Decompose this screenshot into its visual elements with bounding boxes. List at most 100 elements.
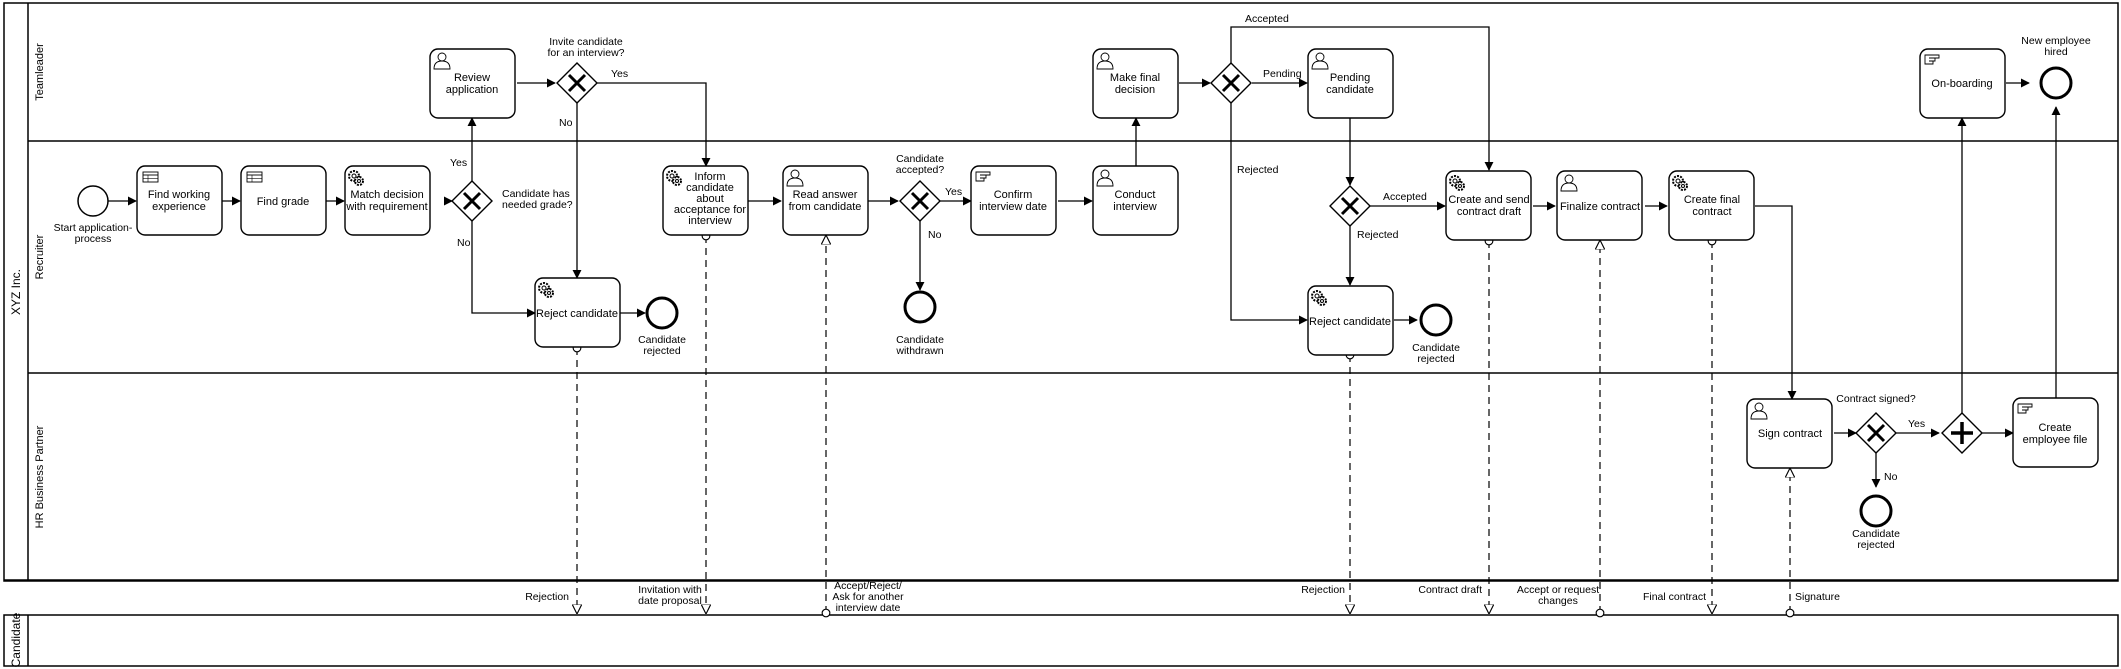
flow-label-yes: Yes xyxy=(450,157,467,169)
user-icon xyxy=(1096,169,1114,187)
flow-label-rejected: Rejected xyxy=(1237,164,1279,176)
gateway-pending-decision xyxy=(1329,185,1371,227)
gear-icon xyxy=(1311,290,1327,306)
user-icon xyxy=(786,169,804,187)
user-icon xyxy=(1750,402,1768,420)
lane-teamleader: Teamleader xyxy=(34,43,46,101)
flow-label-rejected: Rejected xyxy=(1357,229,1399,241)
flow-label-yes: Yes xyxy=(1908,418,1925,430)
gear-icon xyxy=(348,170,364,186)
gear-icon xyxy=(538,282,554,298)
flow-label-accepted: Accepted xyxy=(1245,13,1289,25)
task-onboarding: On-boarding xyxy=(1919,48,2006,119)
gateway-contract-signed: Contract signed? xyxy=(1836,393,1916,454)
gateway-final-decision xyxy=(1210,62,1252,104)
svg-text:Contract draft: Contract draft xyxy=(1418,584,1482,596)
user-icon xyxy=(1560,174,1578,192)
flow-label-yes: Yes xyxy=(945,186,962,198)
svg-text:Rejection: Rejection xyxy=(1301,584,1345,596)
gear-icon xyxy=(666,170,682,186)
user-icon xyxy=(1096,52,1114,70)
task-reject-candidate-1: Reject candidate xyxy=(534,277,621,348)
task-finalize-contract: Finalize contract xyxy=(1556,170,1643,241)
task-find-grade: Find grade xyxy=(240,165,327,236)
svg-text:Final contract: Final contract xyxy=(1643,591,1706,603)
start-event: Start application-process xyxy=(54,185,133,245)
gateway-parallel xyxy=(1941,412,1983,454)
task-reject-candidate-2: Reject candidate xyxy=(1307,285,1394,356)
flow-label-no: No xyxy=(457,237,471,249)
svg-text:Contract signed?: Contract signed? xyxy=(1836,393,1916,405)
lane-recruiter: Recruiter xyxy=(34,234,46,279)
svg-text:Find grade: Find grade xyxy=(257,196,310,208)
manual-hand-icon xyxy=(975,171,991,182)
svg-text:Signature: Signature xyxy=(1795,591,1840,603)
svg-text:Sign contract: Sign contract xyxy=(1758,428,1822,440)
user-icon xyxy=(1311,52,1329,70)
message-flows xyxy=(577,236,1790,613)
candidate-pool-title: Candidate xyxy=(9,612,23,667)
svg-text:Reject candidate: Reject candidate xyxy=(536,308,618,320)
svg-text:Finalize contract: Finalize contract xyxy=(1560,201,1640,213)
gear-icon xyxy=(1672,175,1688,191)
business-rule-icon xyxy=(142,171,159,183)
manual-hand-icon xyxy=(2017,403,2033,414)
pool-candidate: Candidate xyxy=(3,612,2119,667)
task-sign-contract: Sign contract xyxy=(1746,398,1833,469)
manual-hand-icon xyxy=(1924,54,1940,65)
pool-xyz: XYZ Inc. Teamleader Recruiter HR Busines… xyxy=(3,2,2119,582)
user-icon xyxy=(433,52,451,70)
svg-text:Rejection: Rejection xyxy=(525,591,569,603)
flow-label-no: No xyxy=(1884,471,1898,483)
sequence-flows xyxy=(108,26,2061,488)
start-event-label-2: process xyxy=(75,233,112,245)
start-event-label-1: Start application- xyxy=(54,222,133,234)
lane-hr-business-partner: HR Business Partner xyxy=(34,425,46,528)
svg-text:Start application-process: Start application-process xyxy=(54,222,133,245)
flow-labels: Yes No Yes No Yes No Accepted Pending Re… xyxy=(450,13,1925,483)
flow-label-accepted: Accepted xyxy=(1383,191,1427,203)
